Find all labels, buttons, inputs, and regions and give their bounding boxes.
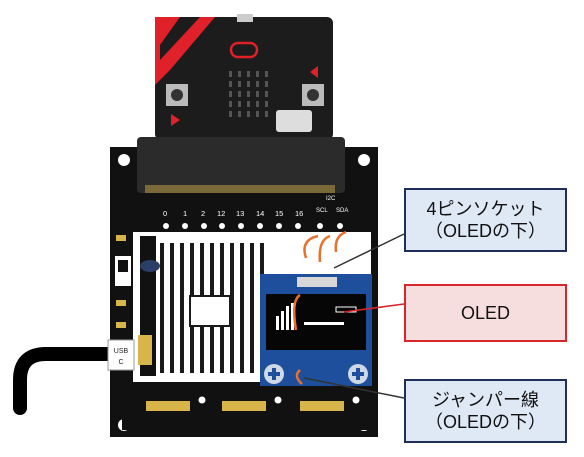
pin-label: 14 — [256, 209, 264, 218]
oled-module — [260, 274, 372, 386]
bottom-headers — [146, 401, 344, 411]
led-matrix — [229, 71, 268, 117]
plus-screw-icon — [264, 364, 284, 384]
usb-label: USB — [114, 348, 129, 355]
usb-label: C — [118, 359, 123, 366]
mounting-holes — [198, 396, 360, 404]
plus-screw-icon — [348, 364, 368, 384]
oled-callout: OLED — [404, 284, 567, 342]
jumper-callout-note: （OLEDの下） — [424, 412, 547, 432]
socket-leader-line — [333, 233, 405, 269]
pin-label: 12 — [217, 209, 225, 218]
jumper-callout: ジャンパー線 （OLEDの下） — [404, 379, 567, 443]
pin-label: 15 — [275, 209, 283, 218]
oled-callout-title: OLED — [460, 303, 511, 323]
i2c-label: I2C — [326, 196, 336, 202]
pin-header — [163, 223, 343, 229]
jumper-wires — [292, 230, 347, 385]
pin-label: 0 — [163, 209, 167, 218]
pin-labels: 0 1 2 12 13 14 15 16 I2C SCL SDA — [163, 196, 348, 218]
pin-label: 1 — [183, 209, 187, 218]
pin-label: 2 — [201, 209, 205, 218]
socket-callout-title: 4ピンソケット — [426, 199, 545, 219]
jumper-callout-title: ジャンパー線 — [431, 390, 540, 410]
microbit-usb-port — [237, 14, 253, 22]
microbit — [155, 14, 333, 140]
socket-callout: 4ピンソケット （OLEDの下） — [404, 188, 567, 252]
scl-label: SCL — [316, 208, 328, 214]
leader-lines — [303, 233, 405, 399]
sda-label: SDA — [336, 208, 348, 214]
buzzer — [140, 260, 160, 272]
usb-cable: USB C — [13, 339, 135, 415]
socket-callout-note: （OLEDの下） — [424, 221, 547, 241]
microbit-chip — [276, 110, 312, 132]
edge-connector — [137, 137, 345, 193]
button-a-icon — [166, 84, 188, 106]
pin-label: 13 — [236, 209, 244, 218]
microbit-logo-icon — [229, 41, 259, 59]
pin-label: 16 — [295, 209, 303, 218]
usb-c-connector — [107, 339, 135, 371]
jumper-leader-line — [303, 377, 405, 399]
oled-leader-line — [343, 303, 405, 313]
button-b-icon — [302, 84, 324, 106]
